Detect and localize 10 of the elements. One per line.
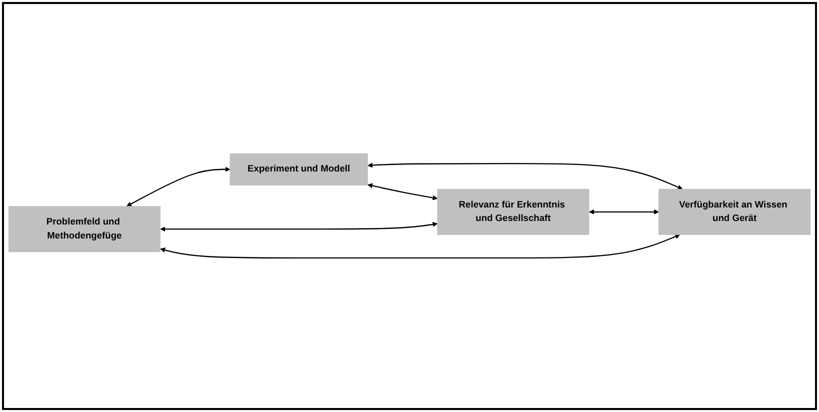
arrow <box>160 234 680 259</box>
arrow <box>160 222 438 232</box>
node-box: Experiment und Modell <box>230 154 368 186</box>
node-box: Problemfeld und Methodengefüge <box>8 206 160 252</box>
arrow <box>368 183 438 200</box>
arrow <box>126 167 230 207</box>
arrow <box>368 162 683 190</box>
node-box: Verfügbarkeit an Wissen und Gerät <box>658 189 811 236</box>
node-box: Relevanz für Erkenntnis und Gesellschaft <box>437 189 590 236</box>
arrow <box>588 210 660 215</box>
